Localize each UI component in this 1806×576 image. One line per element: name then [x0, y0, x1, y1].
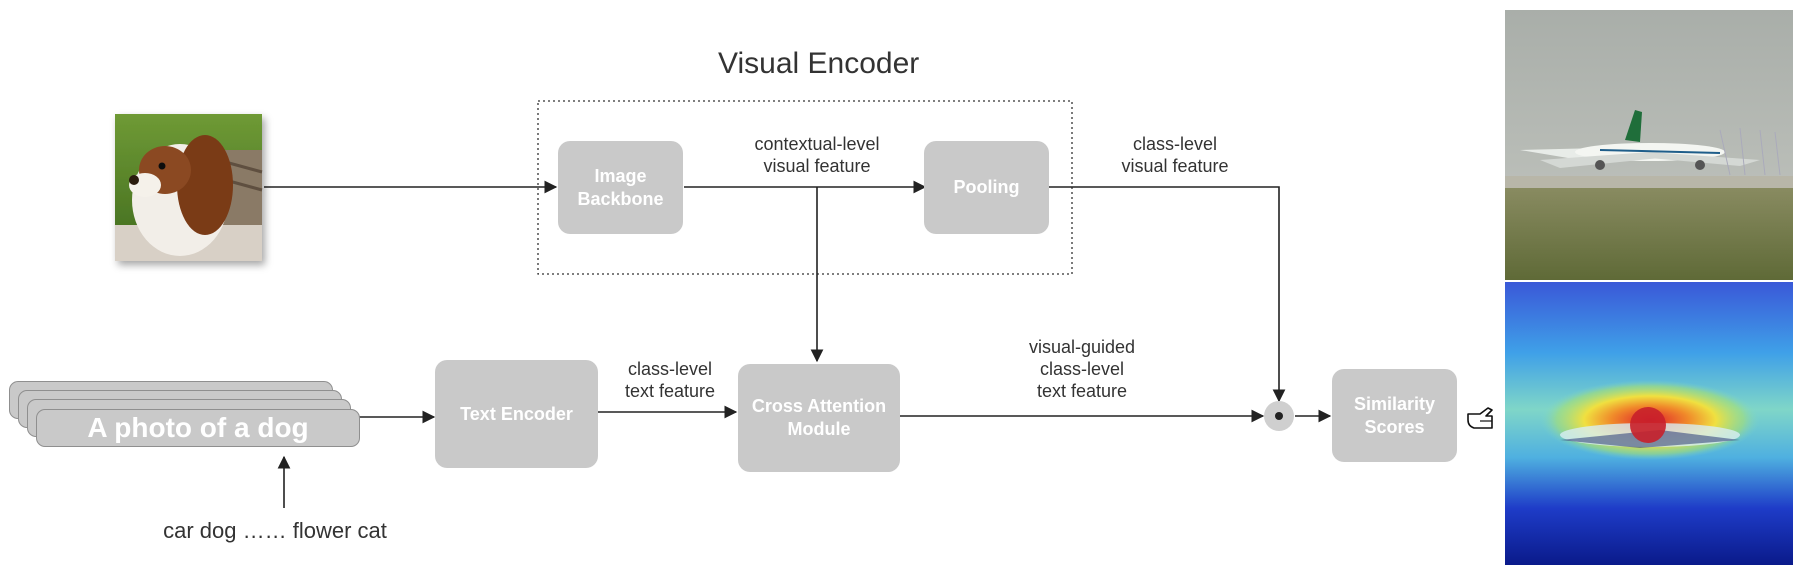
- visual-guided-feature-label: visual-guided class-level text feature: [1028, 337, 1136, 401]
- pointing-hand-icon: [1467, 407, 1493, 429]
- contextual-feature-label: contextual-level visual feature: [754, 134, 880, 176]
- pooling-box: Pooling: [924, 141, 1049, 234]
- pooling-label: Pooling: [953, 177, 1020, 197]
- class-text-feature-label: class-level text feature: [624, 359, 716, 401]
- airplane-heatmap-image: [1505, 282, 1793, 565]
- text-encoder-box: Text Encoder: [435, 360, 598, 468]
- airplane-image: [1505, 10, 1793, 280]
- image-backbone-box: Image Backbone: [558, 141, 683, 234]
- prompt-text: A photo of a dog: [87, 412, 309, 443]
- text-encoder-label: Text Encoder: [460, 403, 573, 424]
- input-dog-image: [115, 114, 263, 261]
- image-backbone-label: Image Backbone: [577, 165, 664, 209]
- class-names-list: car dog …… flower cat: [163, 518, 387, 543]
- cross-attention-box: Cross Attention Module: [738, 364, 900, 472]
- class-visual-feature-label: class-level visual feature: [1121, 134, 1229, 176]
- visual-encoder-title: Visual Encoder: [718, 47, 920, 80]
- cross-attention-label: Cross Attention Module: [751, 396, 887, 439]
- similarity-scores-label: Similarity Scores: [1353, 393, 1436, 437]
- prompt-card-front: A photo of a dog: [36, 409, 360, 447]
- arrow-pooling-to-product: [1049, 186, 1286, 403]
- dot-product-node: [1264, 401, 1294, 431]
- similarity-scores-box: Similarity Scores: [1332, 369, 1457, 462]
